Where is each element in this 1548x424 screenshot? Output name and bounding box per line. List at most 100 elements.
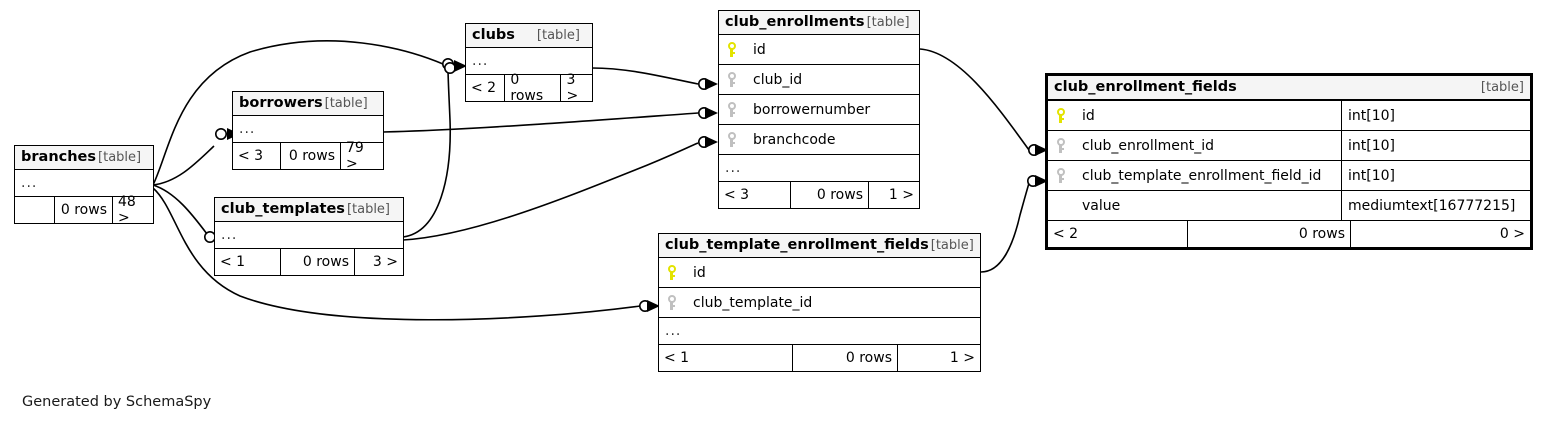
table-club-template-enrollment-fields[interactable]: club_template_enrollment_fields [table] …: [658, 233, 981, 372]
arrow-club-id: [705, 78, 718, 90]
table-ctef-foot-rows: 0 rows: [793, 345, 898, 371]
endpoint-circle-clubs-a: [441, 57, 454, 70]
column-row-club-enrollments-id[interactable]: id: [719, 35, 919, 65]
key-icon-primary: [659, 265, 685, 280]
arrow-branchcode: [705, 136, 718, 148]
table-club-enrollment-fields[interactable]: club_enrollment_fields [table] id int[10…: [1045, 73, 1533, 250]
column-name: branchcode: [753, 131, 836, 148]
table-club-templates-foot-rows: 0 rows: [281, 249, 355, 275]
table-branches-foot-left: [15, 197, 55, 223]
table-branches-foot-right: 48 >: [118, 194, 136, 226]
table-club-templates-foot-right: 3 >: [372, 254, 398, 270]
table-branches-header: branches [table]: [15, 146, 153, 170]
key-icon-foreign: [719, 102, 745, 117]
endpoint-circle-borrowers: [215, 128, 228, 141]
table-borrowers-hidden-columns: ...: [233, 116, 383, 143]
table-borrowers-header: borrowers [table]: [233, 92, 383, 116]
table-branches-tag: [table]: [98, 150, 142, 165]
table-cef-header: club_enrollment_fields [table]: [1048, 76, 1530, 101]
table-branches[interactable]: branches [table] ... 0 rows 48 >: [14, 145, 154, 226]
table-club-enrollments-tag: [table]: [866, 15, 910, 30]
column-type: int[10]: [1341, 131, 1530, 160]
column-name: id: [753, 41, 766, 58]
column-row-club-enrollments-club-id[interactable]: club_id: [719, 65, 919, 95]
edge-club-templates-clubs: [402, 67, 452, 238]
key-icon-foreign: [659, 295, 685, 310]
edge-club-templates-club-enrollments: [402, 142, 699, 241]
table-cef-foot-right: 0 >: [1499, 226, 1525, 242]
table-club-enrollments-foot-rows: 0 rows: [791, 182, 869, 208]
table-cef-foot-left: < 2: [1048, 221, 1188, 247]
table-ctef-tag: [table]: [930, 238, 974, 253]
table-club-templates-foot-left: < 1: [215, 249, 281, 275]
table-borrowers-foot-rows: 0 rows: [281, 143, 341, 169]
table-clubs-tag: [table]: [536, 28, 580, 43]
table-ctef-name: club_template_enrollment_fields: [665, 237, 929, 253]
table-clubs-foot-rows: 0 rows: [505, 72, 562, 104]
key-icon-primary: [719, 42, 745, 57]
column-type: int[10]: [1341, 161, 1530, 190]
endpoint-circle-clubs-b: [443, 61, 456, 74]
table-clubs-foot-right: 3 >: [566, 72, 579, 104]
column-row-cef-club-enrollment-id[interactable]: club_enrollment_id int[10]: [1048, 131, 1530, 161]
table-cef-footer: < 2 0 rows 0 >: [1048, 221, 1530, 247]
table-club-enrollments-footer: < 3 0 rows 1 >: [719, 182, 919, 208]
table-club-enrollments-foot-right: 1 >: [888, 187, 914, 203]
table-borrowers-name: borrowers: [239, 95, 323, 111]
table-cef-foot-rows: 0 rows: [1188, 221, 1351, 247]
column-name: value: [1082, 197, 1121, 214]
table-club-enrollments-name: club_enrollments: [725, 14, 865, 30]
key-icon-primary: [1048, 108, 1074, 123]
table-club-templates[interactable]: club_templates [table] ... < 1 0 rows 3 …: [214, 197, 404, 276]
table-borrowers-foot-right: 79 >: [346, 140, 364, 172]
table-ctef-header: club_template_enrollment_fields [table]: [659, 234, 980, 258]
endpoint-circle-branchcode: [697, 136, 710, 149]
column-row-ctef-id[interactable]: id: [659, 258, 980, 288]
column-row-cef-value[interactable]: value mediumtext[16777215]: [1048, 191, 1530, 221]
column-name: id: [693, 264, 706, 281]
table-ctef-footer: < 1 0 rows 1 >: [659, 345, 980, 371]
edge-branches-club-templates: [152, 184, 208, 235]
table-clubs-footer: < 2 0 rows 3 >: [466, 72, 592, 104]
table-club-enrollments[interactable]: club_enrollments [table] id club_id borr…: [718, 10, 920, 209]
edge-branches-borrowers: [152, 145, 215, 186]
column-row-ctef-club-template-id[interactable]: club_template_id: [659, 288, 980, 318]
edge-club-enrollments-cef-club-enrollment-id: [919, 48, 1030, 151]
column-type: int[10]: [1341, 101, 1530, 130]
key-icon-foreign: [1048, 168, 1074, 183]
table-club-templates-footer: < 1 0 rows 3 >: [215, 249, 403, 275]
column-row-club-enrollments-branchcode[interactable]: branchcode: [719, 125, 919, 155]
table-branches-hidden-columns: ...: [15, 170, 153, 197]
column-row-club-enrollments-borrowernumber[interactable]: borrowernumber: [719, 95, 919, 125]
table-cef-tag: [table]: [1480, 80, 1524, 95]
table-club-templates-tag: [table]: [346, 202, 391, 217]
table-branches-footer: 0 rows 48 >: [15, 194, 153, 226]
edge-clubs-club-enrollments-club-id: [591, 67, 699, 85]
table-branches-foot-rows: 0 rows: [55, 197, 113, 223]
table-borrowers-tag: [table]: [324, 96, 368, 111]
column-name: club_template_id: [693, 294, 813, 311]
column-row-cef-club-template-enrollment-field-id[interactable]: club_template_enrollment_field_id int[10…: [1048, 161, 1530, 191]
table-club-enrollments-hidden-columns: ...: [719, 155, 919, 182]
table-cef-name: club_enrollment_fields: [1054, 79, 1237, 95]
table-club-templates-header: club_templates [table]: [215, 198, 403, 222]
edge-ctef-cef-field-id: [980, 179, 1031, 273]
table-club-templates-name: club_templates: [221, 201, 345, 217]
table-clubs[interactable]: clubs [table] ... < 2 0 rows 3 >: [465, 23, 593, 104]
column-name: club_enrollment_id: [1082, 137, 1215, 154]
endpoint-circle-club-id: [697, 78, 710, 91]
endpoint-circle-club-template-id: [638, 299, 651, 312]
table-borrowers-footer: < 3 0 rows 79 >: [233, 140, 383, 172]
table-borrowers[interactable]: borrowers [table] ... < 3 0 rows 79 >: [232, 91, 384, 172]
column-type: mediumtext[16777215]: [1341, 191, 1530, 220]
table-borrowers-foot-left: < 3: [233, 143, 281, 169]
table-ctef-hidden-columns: ...: [659, 318, 980, 345]
key-icon-foreign: [719, 72, 745, 87]
generated-by-credit: Generated by SchemaSpy: [22, 394, 212, 410]
key-icon-foreign: [1048, 138, 1074, 153]
table-ctef-foot-right: 1 >: [949, 350, 975, 366]
table-ctef-foot-left: < 1: [659, 345, 793, 371]
endpoint-circle-club-enrollment-id: [1028, 144, 1041, 157]
column-name: borrowernumber: [753, 101, 871, 118]
column-row-cef-id[interactable]: id int[10]: [1048, 101, 1530, 131]
